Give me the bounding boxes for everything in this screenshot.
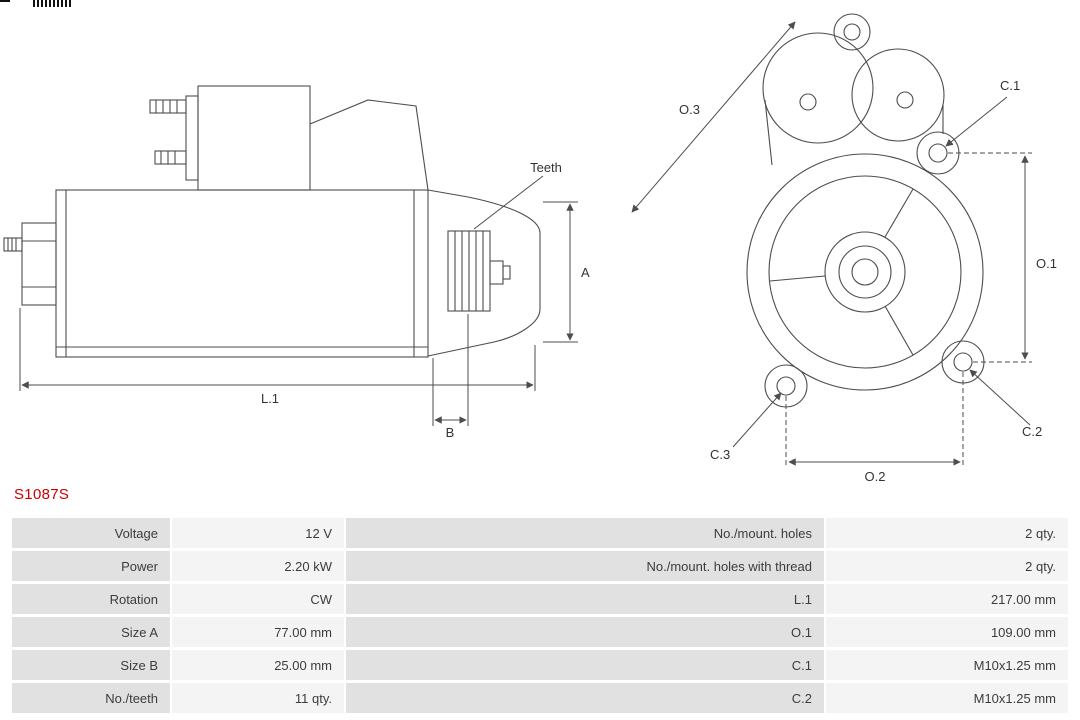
teeth-label: Teeth xyxy=(530,160,562,175)
side-view-dimensions xyxy=(19,175,578,426)
barcode xyxy=(33,0,73,7)
page-corner-mark xyxy=(0,0,10,2)
spec-label: O.1 xyxy=(346,617,824,647)
technical-drawing: Teeth A L.1 B xyxy=(3,13,1057,484)
motor-body xyxy=(55,189,429,358)
spec-label: Voltage xyxy=(12,518,170,548)
spec-value: 2.20 kW xyxy=(172,551,344,581)
dim-label-o3: O.3 xyxy=(679,102,700,117)
hub-circle xyxy=(824,231,906,313)
spec-label: Size A xyxy=(12,617,170,647)
dim-label-c2: C.2 xyxy=(1022,424,1042,439)
flange-outer-circle xyxy=(746,153,984,391)
dim-label-b: B xyxy=(446,425,455,440)
spec-label: L.1 xyxy=(346,584,824,614)
table-row: No./teeth 11 qty. C.2 M10x1.25 mm xyxy=(12,683,1068,713)
spec-label: No./teeth xyxy=(12,683,170,713)
spec-value: 109.00 mm xyxy=(826,617,1068,647)
pinion-gear xyxy=(447,230,511,312)
spec-label: No./mount. holes with thread xyxy=(346,551,824,581)
shaft-circle xyxy=(851,258,879,286)
spec-label: C.2 xyxy=(346,683,824,713)
dim-line-o3 xyxy=(631,21,796,213)
dim-label-c1: C.1 xyxy=(1000,78,1020,93)
table-row: Rotation CW L.1 217.00 mm xyxy=(12,584,1068,614)
drive-housing-top xyxy=(309,99,429,191)
solenoid xyxy=(149,85,311,191)
spec-value: 77.00 mm xyxy=(172,617,344,647)
spec-value: M10x1.25 mm xyxy=(826,683,1068,713)
dim-label-c3: C.3 xyxy=(710,447,730,462)
table-row: Power 2.20 kW No./mount. holes with thre… xyxy=(12,551,1068,581)
dim-label-o2: O.2 xyxy=(865,469,886,484)
spec-value: 217.00 mm xyxy=(826,584,1068,614)
spec-label: C.1 xyxy=(346,650,824,680)
leader-c1 xyxy=(945,96,1008,147)
spec-value: 2 qty. xyxy=(826,518,1068,548)
top-bracket xyxy=(762,13,945,166)
spec-label: No./mount. holes xyxy=(346,518,824,548)
leader-c2 xyxy=(969,369,1031,426)
table-row: Size B 25.00 mm C.1 M10x1.25 mm xyxy=(12,650,1068,680)
spec-label: Size B xyxy=(12,650,170,680)
part-number: S1087S xyxy=(14,486,70,503)
dim-label-o1: O.1 xyxy=(1036,256,1057,271)
drive-end-bell xyxy=(427,189,541,357)
table-row: Size A 77.00 mm O.1 109.00 mm xyxy=(12,617,1068,647)
spec-value: M10x1.25 mm xyxy=(826,650,1068,680)
spec-value: 11 qty. xyxy=(172,683,344,713)
spec-label: Rotation xyxy=(12,584,170,614)
spec-value: 25.00 mm xyxy=(172,650,344,680)
spec-value: 2 qty. xyxy=(826,551,1068,581)
dim-label-a: A xyxy=(581,265,590,280)
dim-label-l1: L.1 xyxy=(261,391,279,406)
leader-c3 xyxy=(732,392,782,448)
spec-label: Power xyxy=(12,551,170,581)
spec-value: 12 V xyxy=(172,518,344,548)
side-view-drawing xyxy=(3,85,541,358)
spec-value: CW xyxy=(172,584,344,614)
terminal-block xyxy=(3,222,57,306)
teeth-leader-line xyxy=(473,175,544,230)
front-view-drawing xyxy=(746,13,985,408)
front-view-dimensions xyxy=(631,21,1032,468)
spec-table: Voltage 12 V No./mount. holes 2 qty. Pow… xyxy=(12,518,1068,716)
table-row: Voltage 12 V No./mount. holes 2 qty. xyxy=(12,518,1068,548)
